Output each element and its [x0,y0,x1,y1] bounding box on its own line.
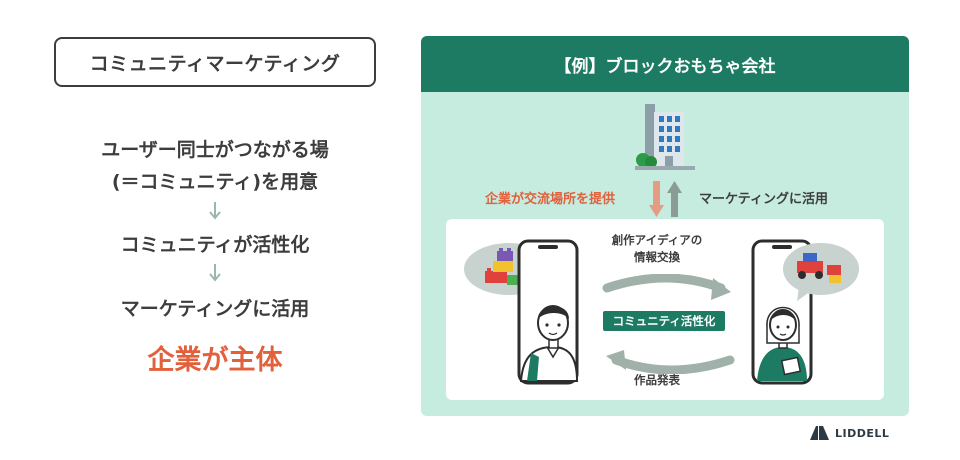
down-arrow-icon [209,202,221,220]
concept-title: コミュニティマーケティング [89,52,341,75]
marketing-use-label: マーケティングに活用 [699,192,828,207]
company-led-highlight: 企業が主体 [147,345,283,376]
right-user-group [751,239,859,385]
work-publish-label: 作品発表 [634,373,680,387]
down-arrow-icon [209,264,221,282]
concept-title-box: コミュニティマーケティング [54,37,376,87]
man-user-icon [519,305,579,382]
toy-blocks-icon [485,248,525,285]
community-activation-badge: コミュニティ活性化 [603,311,725,331]
footer-logo: LIDDELL [810,424,889,442]
brand-name: LIDDELL [835,426,890,440]
example-header-text: 【例】ブロックおもちゃ会社 [554,56,776,77]
step-line-2: (＝コミュニティ)を用意 [111,171,319,193]
provide-space-label: 企業が交流場所を提供 [485,192,616,207]
cycle-arrow-icon [602,274,735,374]
example-header: 【例】ブロックおもちゃ会社 [421,36,909,92]
liddell-logo-icon [810,426,829,440]
exchange-arrows-icon [649,181,682,217]
idea-exchange-label-line1: 創作アイディアの [611,233,703,247]
step-line-1: ユーザー同士がつながる場 [101,139,329,161]
idea-exchange-label-line2: 情報交換 [634,250,680,264]
step-line-3: コミュニティが活性化 [120,234,310,256]
toy-car-icon [797,253,841,283]
left-user-group [464,239,579,385]
idea-exchange-label: 創作アイディアの 情報交換 [577,232,737,266]
example-panel: 【例】ブロックおもちゃ会社 企業が交流場所を提供 マーケティングに活用 [421,36,909,416]
woman-user-icon [757,306,807,381]
building-icon [635,104,695,170]
community-activation-text: コミュニティ活性化 [612,314,716,328]
step-line-4: マーケティングに活用 [120,298,310,320]
